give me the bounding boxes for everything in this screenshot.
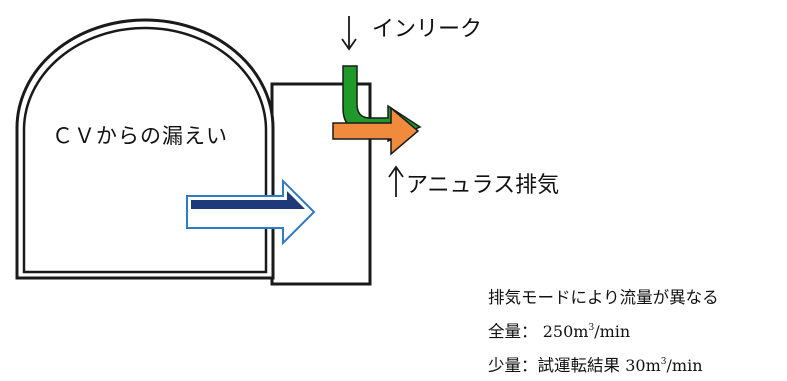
note-full-flow-prefix: 全量： [488, 322, 538, 341]
flow-notes: 排気モードにより流量が異なる 全量： 250m3/min 少量：試運転結果 30… [488, 282, 719, 381]
down-arrow-icon [341, 16, 357, 51]
note-low-flow: 少量：試運転結果 30m3/min [488, 347, 719, 381]
note-low-flow-value: 30m [625, 356, 661, 375]
containment-vessel-inner [22, 26, 268, 274]
up-arrow-icon [388, 165, 404, 197]
in-leak-label: インリーク [372, 17, 483, 42]
note-full-flow-value: 250m [542, 322, 589, 341]
containment-leak-label: ＣＶからの漏えい [52, 124, 228, 148]
note-low-flow-prefix: 少量：試運転結果 [488, 356, 620, 375]
note-low-flow-unit: /min [666, 356, 703, 375]
note-flow-mode: 排気モードにより流量が異なる [488, 288, 719, 307]
note-full-flow: 全量： 250m3/min [488, 313, 719, 347]
note-full-flow-sup: 3 [588, 323, 595, 333]
note-low-flow-sup: 3 [660, 357, 667, 367]
leak-arrow [186, 178, 316, 246]
annulus-exhaust-label: アニュラス排気 [406, 173, 560, 198]
note-full-flow-unit: /min [594, 322, 631, 341]
annulus-exhaust-arrow [332, 106, 420, 156]
